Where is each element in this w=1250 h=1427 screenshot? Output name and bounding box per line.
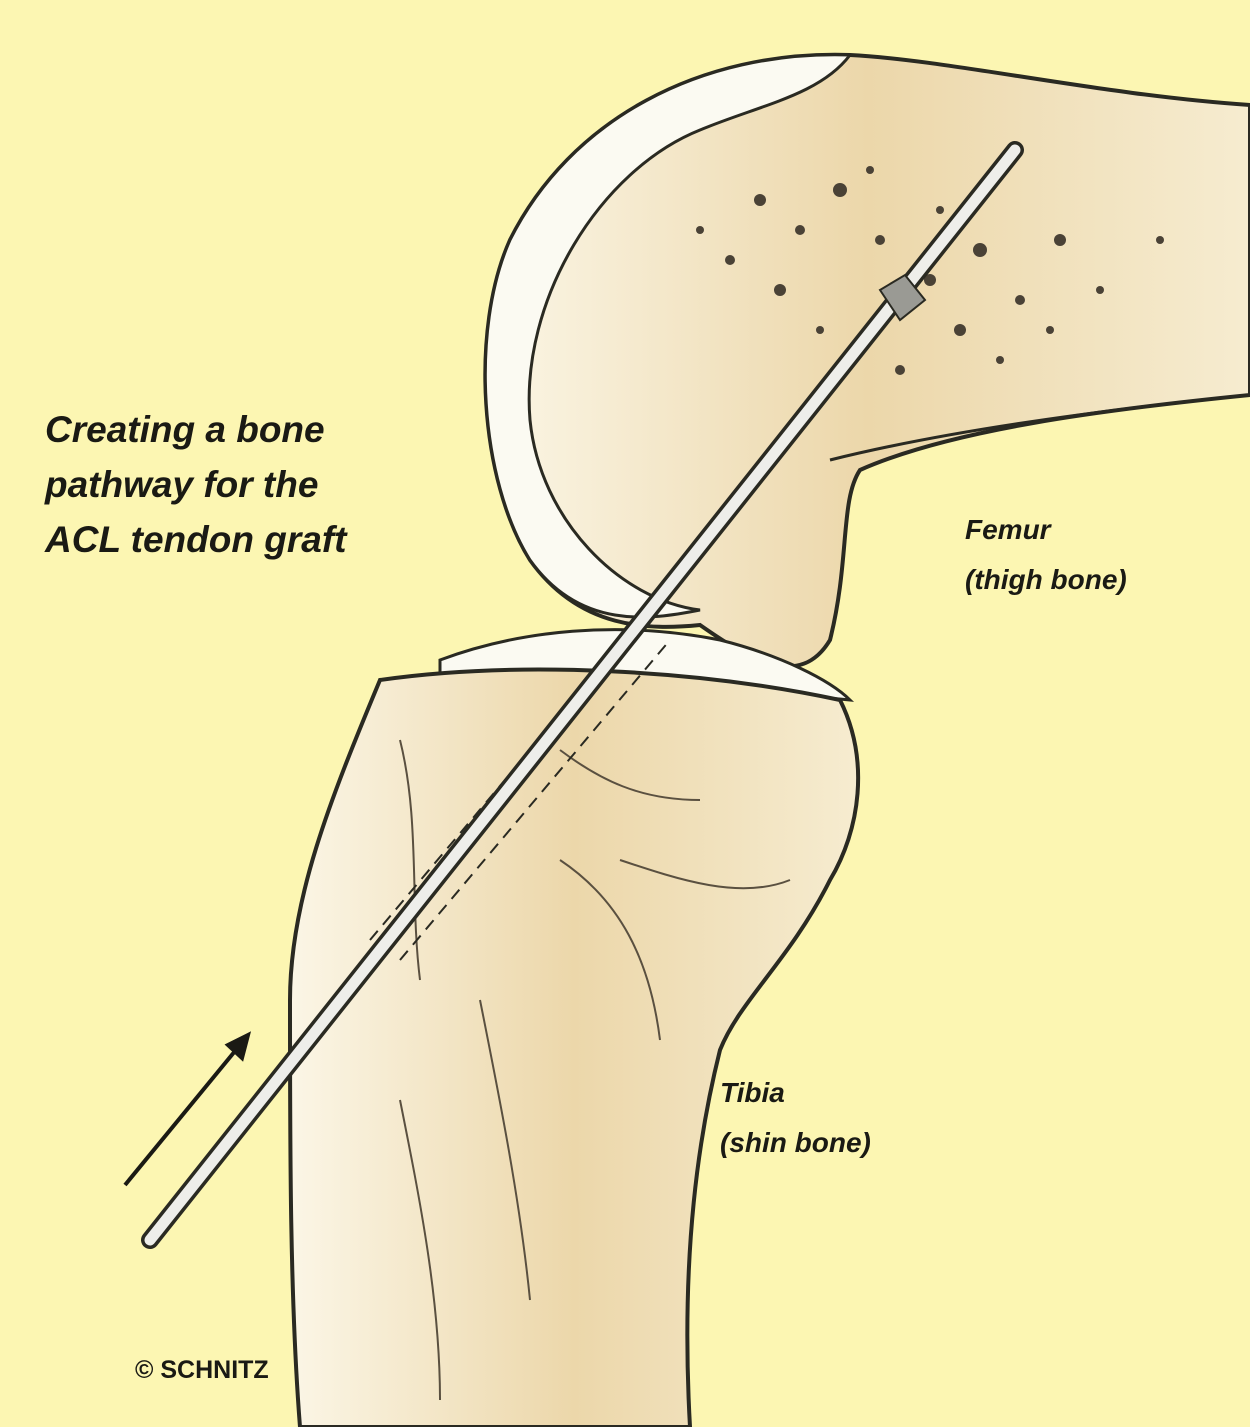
guide-pin — [141, 141, 1024, 1249]
title-line: ACL tendon graft — [45, 519, 347, 560]
tibia-bone — [287, 667, 861, 1427]
femur-bone-pores — [696, 166, 1164, 375]
tibia-texture-lines — [399, 739, 791, 1401]
femur-name: Femur — [965, 514, 1051, 545]
femur-cartilage — [483, 53, 853, 619]
femur-label: Femur (thigh bone) — [965, 505, 1127, 605]
tibia-label: Tibia (shin bone) — [720, 1068, 871, 1168]
tibia-description: (shin bone) — [720, 1127, 871, 1158]
diagram-title: Creating a bone pathway for the ACL tend… — [45, 402, 346, 567]
title-line: pathway for the — [45, 464, 319, 505]
copyright-credit: © SCHNITZ — [135, 1356, 269, 1384]
tibia-name: Tibia — [720, 1077, 785, 1108]
femur-description: (thigh bone) — [965, 564, 1127, 595]
direction-arrow-icon — [123, 1031, 252, 1187]
title-line: Creating a bone — [45, 409, 325, 450]
